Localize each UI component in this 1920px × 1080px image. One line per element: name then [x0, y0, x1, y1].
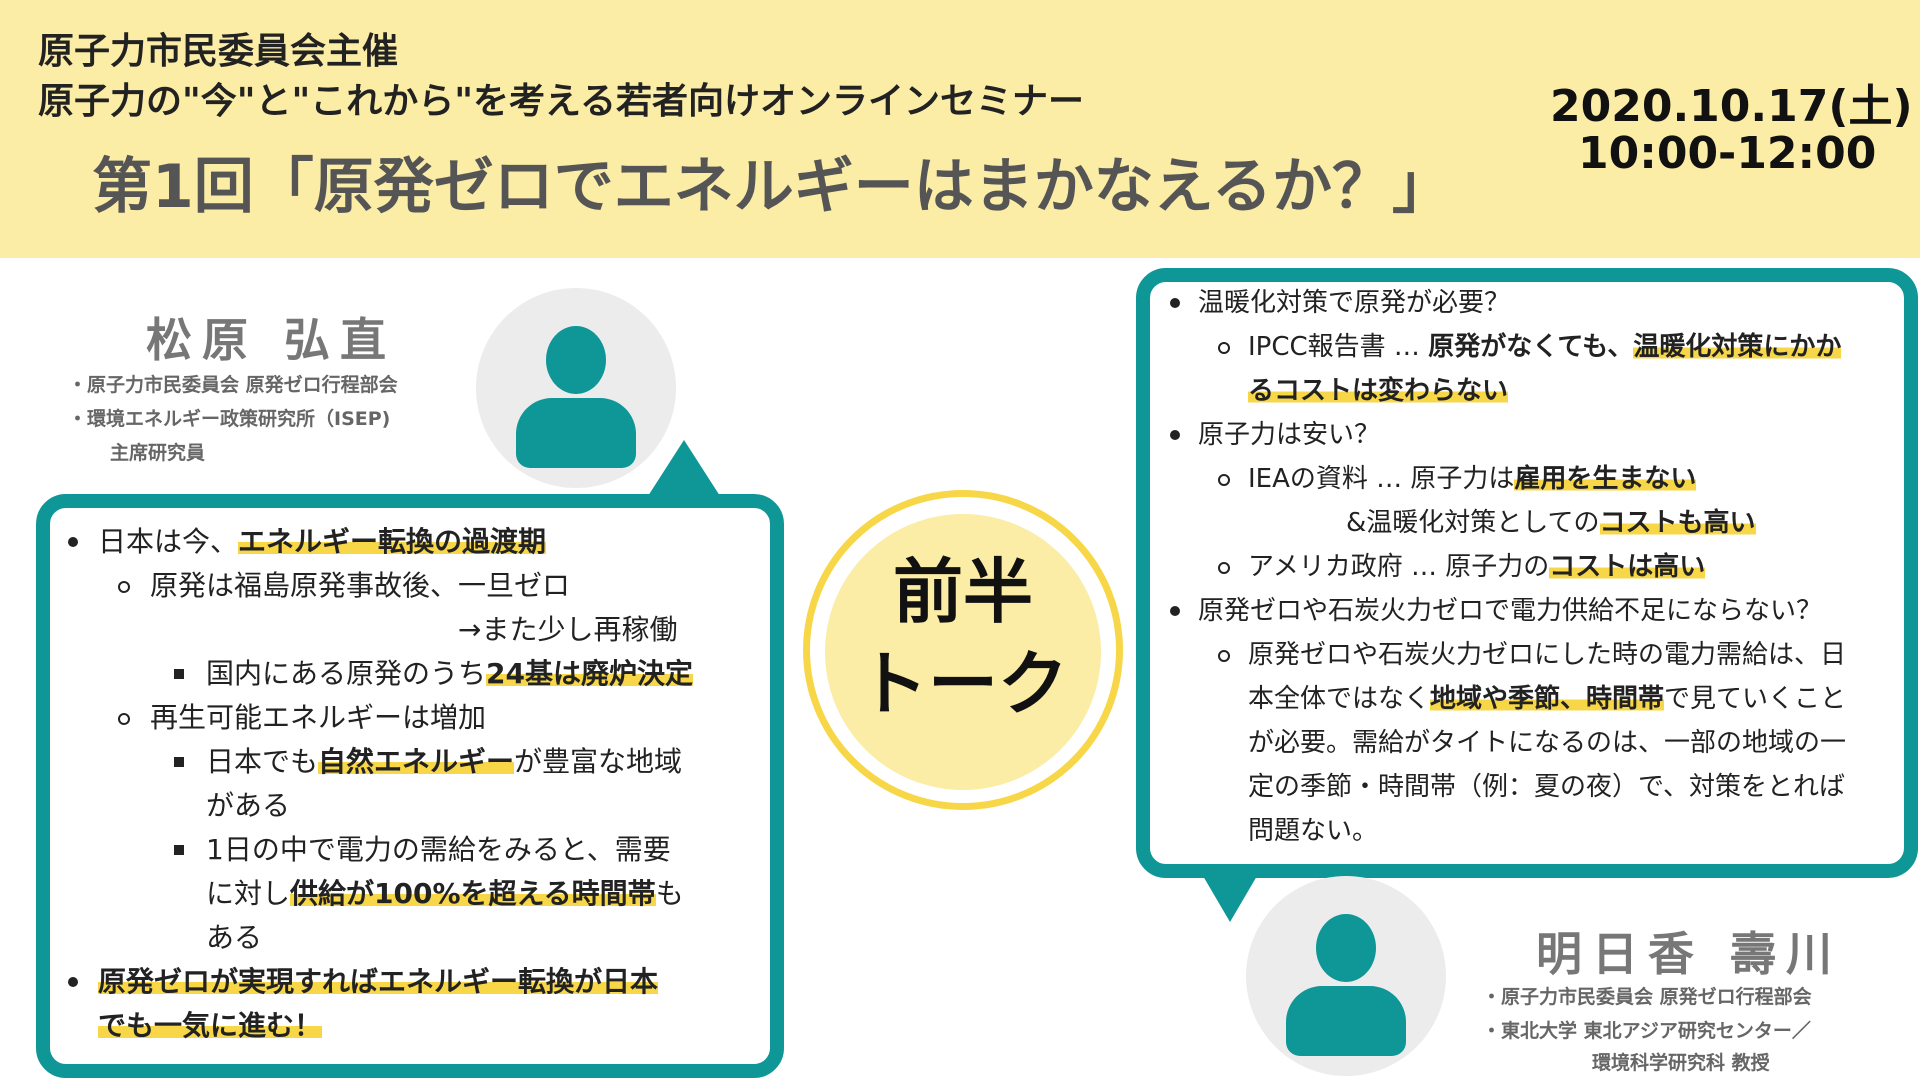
- speaker1-avatar-icon: [476, 288, 676, 488]
- left-line-1: 日本は今、エネルギー転換の過渡期: [98, 525, 547, 558]
- right-line-9: 原発ゼロや石炭火力ゼロにした時の電力需給は、日: [1248, 640, 1847, 670]
- talk-label: 前半 トーク: [858, 551, 1068, 725]
- speaker1-affiliation-1: ・原子力市民委員会 原発ゼロ行程部会: [68, 374, 398, 396]
- bullet-circle-icon: [1218, 342, 1230, 354]
- left-line-6: 日本でも自然エネルギーが豊富な地域: [206, 745, 683, 778]
- right-line-4: 原子力は安い？: [1198, 420, 1381, 450]
- seminar-subtitle: 原子力の"今"と"これから"を考える若者向けオンラインセミナー: [38, 81, 1084, 122]
- bullet-circle-icon: [1218, 562, 1230, 574]
- left-line-11: 原発ゼロが実現すればエネルギー転換が日本: [98, 965, 659, 998]
- left-line-12: でも一気に進む！: [98, 1009, 323, 1042]
- header-banner: [0, 0, 1920, 258]
- bullet-dot-icon: [1170, 606, 1180, 616]
- right-line-6: &温暖化対策としてのコストも高い: [1346, 508, 1756, 538]
- right-line-3: るコストは変わらない: [1248, 376, 1509, 406]
- right-bubble-tail: [1196, 864, 1264, 922]
- organizer-text: 原子力市民委員会主催: [38, 31, 399, 72]
- right-line-10: 本全体ではなく地域や季節、時間帯で見ていくこと: [1248, 684, 1847, 714]
- right-line-2: IPCC報告書 … 原発がなくても、温暖化対策にかか: [1248, 332, 1842, 362]
- right-line-12: 定の季節・時間帯（例：夏の夜）で、対策をとれば: [1248, 772, 1845, 802]
- left-bubble-tail: [648, 440, 720, 496]
- right-line-13: 問題ない。: [1248, 816, 1379, 846]
- page-title: 第1回「原発ゼロでエネルギーはまかなえるか？」: [92, 152, 1452, 222]
- left-line-9: に対し供給が100%を超える時間帯も: [206, 877, 684, 910]
- left-line-7: がある: [206, 789, 291, 822]
- bullet-dot-icon: [1170, 430, 1180, 440]
- right-line-1: 温暖化対策で原発が必要？: [1198, 288, 1511, 318]
- bullet-dot-icon: [68, 537, 78, 547]
- right-line-11: が必要。需給がタイトになるのは、一部の地域の一: [1248, 728, 1847, 758]
- right-line-8: 原発ゼロや石炭火力ゼロで電力供給不足にならない？: [1198, 596, 1823, 626]
- left-line-8: 1日の中で電力の需給をみると、需要: [206, 833, 671, 866]
- event-date: 2020.10.17(土): [1550, 81, 1913, 132]
- bullet-circle-icon: [1218, 474, 1230, 486]
- bullet-square-icon: [174, 845, 184, 855]
- right-line-5: IEAの資料 … 原子力は雇用を生まない: [1248, 464, 1697, 494]
- bullet-square-icon: [174, 669, 184, 679]
- left-line-5: 再生可能エネルギーは増加: [150, 701, 487, 734]
- bullet-dot-icon: [68, 977, 78, 987]
- bullet-circle-icon: [118, 713, 130, 725]
- speaker1-affiliation-3: 主席研究員: [110, 442, 206, 464]
- bullet-square-icon: [174, 757, 184, 767]
- left-line-2: 原発は福島原発事故後、一旦ゼロ: [150, 569, 571, 602]
- speaker2-name: 明日香 壽川: [1536, 927, 1843, 981]
- left-line-4: 国内にある原発のうち24基は廃炉決定: [206, 657, 693, 690]
- left-line-10: ある: [206, 921, 263, 954]
- speaker1-name: 松原 弘直: [146, 313, 397, 367]
- speaker1-affiliation-2: ・環境エネルギー政策研究所（ISEP): [68, 408, 391, 430]
- bullet-circle-icon: [1218, 650, 1230, 662]
- speaker2-affiliation-2: ・東北大学 東北アジア研究センター／: [1482, 1020, 1811, 1042]
- speaker2-affiliation-3: 環境科学研究科 教授: [1592, 1052, 1770, 1074]
- speaker2-affiliation-1: ・原子力市民委員会 原発ゼロ行程部会: [1482, 986, 1812, 1008]
- left-line-3: →また少し再稼働: [458, 613, 678, 646]
- bullet-dot-icon: [1170, 298, 1180, 308]
- right-line-7: アメリカ政府 … 原子力のコストは高い: [1248, 552, 1706, 582]
- speaker2-avatar-icon: [1246, 876, 1446, 1076]
- event-time: 10:00-12:00: [1578, 128, 1877, 179]
- right-speech-bubble: [1136, 268, 1918, 878]
- bullet-circle-icon: [118, 581, 130, 593]
- talk-circle-fill: [825, 514, 1101, 790]
